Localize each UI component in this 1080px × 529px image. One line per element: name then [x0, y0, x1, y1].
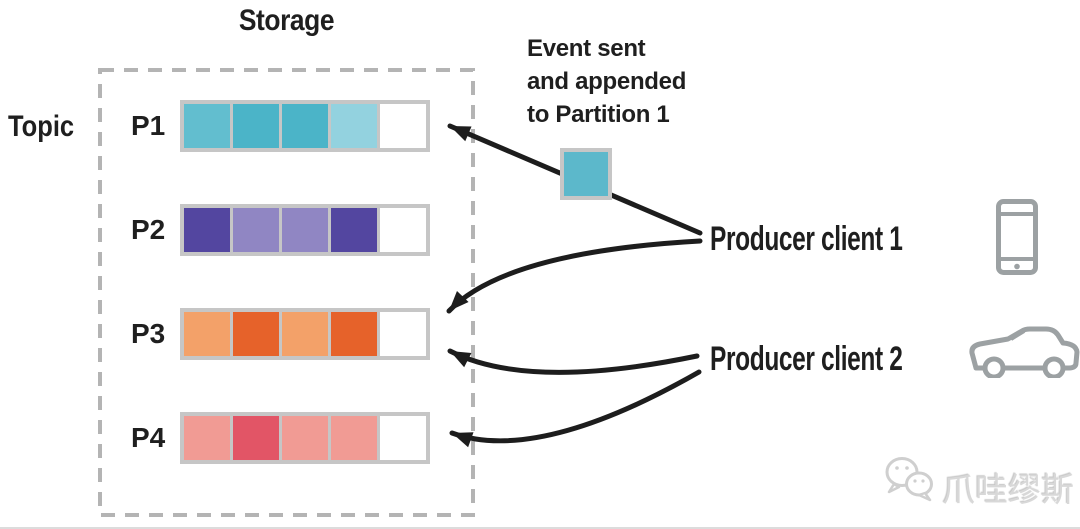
event-cell	[233, 104, 279, 148]
event-cell	[233, 312, 279, 356]
event-cell	[184, 416, 230, 460]
wechat-icon	[885, 457, 933, 502]
partition-row-p3: P3	[128, 308, 430, 360]
producer-client-2-label: Producer client 2	[710, 340, 903, 378]
partition-cell-strip	[180, 308, 430, 360]
empty-cell	[380, 104, 426, 148]
event-cell	[331, 208, 377, 252]
bottom-divider	[0, 527, 1080, 529]
partition-label: P4	[131, 422, 166, 453]
event-cell	[184, 312, 230, 356]
event-annotation: Event sent and appended to Partition 1	[527, 35, 687, 128]
event-cell	[331, 312, 377, 356]
event-cell	[282, 208, 328, 252]
producer-client-1-label: Producer client 1	[710, 220, 903, 258]
event-cell	[233, 208, 279, 252]
partition-row-p4: P4	[128, 412, 430, 464]
event-cell	[282, 312, 328, 356]
watermark-text: 爪哇缪斯	[942, 471, 1074, 508]
storage-title: Storage	[238, 4, 335, 37]
topic-label: Topic	[8, 110, 75, 143]
empty-cell	[380, 208, 426, 252]
partition-row-p1: P1	[128, 100, 430, 152]
partition-label: P2	[131, 214, 166, 245]
partition-cell-strip	[180, 412, 430, 464]
partition-cell-strip	[180, 204, 430, 256]
event-square	[560, 148, 612, 200]
event-cell	[233, 416, 279, 460]
partition-cell-strip	[180, 100, 430, 152]
smartphone-icon	[996, 199, 1038, 275]
car-icon	[969, 326, 1080, 378]
event-cell	[331, 104, 377, 148]
empty-cell	[380, 416, 426, 460]
event-cell	[184, 104, 230, 148]
event-cell	[184, 208, 230, 252]
arrow-producer1-to-p3	[446, 238, 703, 314]
empty-cell	[380, 312, 426, 356]
event-cell	[282, 104, 328, 148]
arrow-producer2-to-p4	[449, 369, 702, 448]
storage-dashed-border	[98, 68, 475, 517]
partition-label: P3	[131, 318, 166, 349]
partition-row-p2: P2	[128, 204, 430, 256]
event-cell	[282, 416, 328, 460]
partition-label: P1	[131, 110, 166, 141]
arrow-producer2-to-p3	[447, 348, 700, 375]
event-cell	[331, 416, 377, 460]
